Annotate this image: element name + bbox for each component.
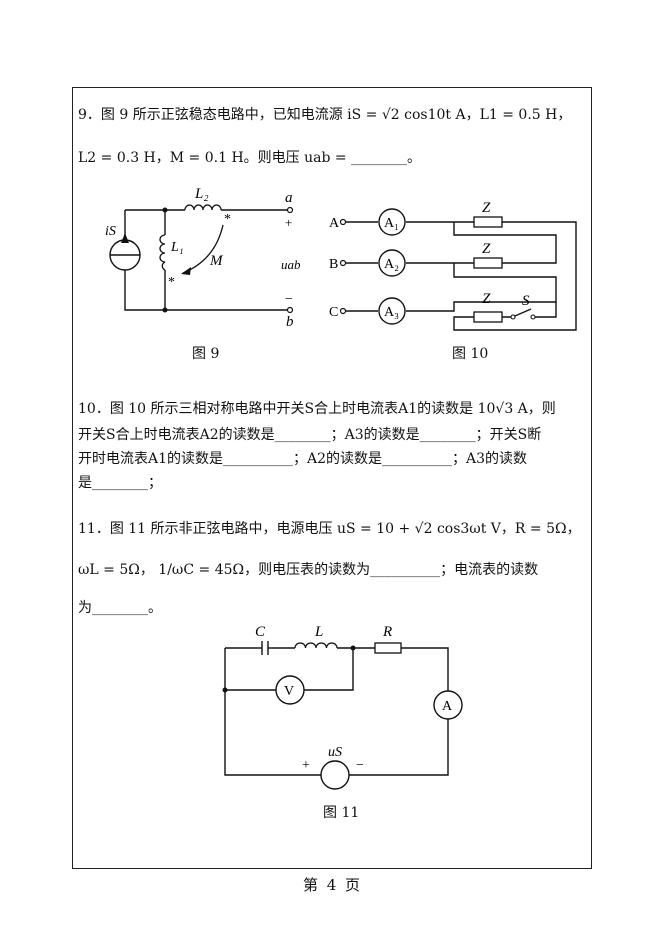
voltmeter-icon: V (275, 675, 305, 705)
ammeter-icon: A (433, 690, 463, 720)
label-m: M (209, 253, 224, 269)
svg-text:V: V (284, 684, 294, 699)
figure11-caption: 图 11 (323, 805, 360, 821)
figure10-circuit: A₁ A₂ A₃ A B C Z Z Z S (329, 200, 577, 331)
switch-s-icon (510, 302, 557, 320)
label-B: B (329, 257, 338, 272)
label-l1: L₁ (170, 240, 184, 255)
problem10-line1: 10．图 10 所示三相对称电路中开关S合上时电流表A1的读数是 10√3 A，… (78, 401, 556, 417)
node-dot (162, 307, 168, 313)
dot-star-2: * (168, 275, 175, 290)
inductor-l2 (184, 204, 222, 211)
svg-text:A₃: A₃ (384, 305, 399, 320)
voltage-source-icon (320, 760, 350, 790)
label-plus: + (285, 215, 292, 230)
inductor-l1 (159, 234, 166, 271)
dot-star-1: * (224, 212, 231, 227)
problem9-line1: 9．图 9 所示正弦稳态电路中，已知电流源 iS = √2 cos10t A，L… (78, 107, 572, 123)
label-minus: − (285, 292, 293, 307)
node-dot (162, 207, 168, 213)
label-a: a (285, 190, 293, 206)
problem11-line3: 为________。 (78, 600, 162, 616)
impedance-z2 (473, 257, 503, 269)
inductor-icon (294, 642, 338, 649)
problem10-line4: 是________； (78, 475, 162, 491)
label-s: S (522, 293, 530, 309)
label-z1: Z (482, 200, 491, 216)
ammeter-a2-icon: A₂ (378, 249, 406, 277)
page-footer: 第 4 页 (302, 876, 363, 894)
label-is: iS (105, 224, 116, 239)
terminal-a-icon (286, 206, 294, 214)
label-b: b (286, 314, 294, 330)
problem10-line2: 开关S合上时电流表A2的读数是________；A3的读数是________；开… (78, 427, 542, 443)
impedance-z3 (473, 311, 503, 323)
label-l2: L₂ (194, 186, 209, 202)
problem9-line2: L2 = 0.3 H，M = 0.1 H。则电压 uab = ________。 (78, 150, 422, 166)
resistor-icon (374, 642, 402, 654)
figure9-circuit: L₂ L₁ M iS * * a + uab − b (105, 186, 301, 330)
label-C: C (329, 305, 338, 320)
label-l: L (314, 624, 323, 640)
problem10-line3: 开时电流表A1的读数是__________；A2的读数是__________；A… (78, 451, 528, 467)
svg-text:A: A (442, 699, 453, 714)
problem11-line2: ωL = 5Ω， 1/ωC = 45Ω，则电压表的读数为__________；电… (78, 562, 539, 578)
figure10-caption: 图 10 (452, 346, 489, 362)
problem11-line1: 11．图 11 所示非正弦电路中，电源电压 uS = 10 + √2 cos3ω… (78, 521, 581, 537)
ammeter-a3-icon: A₃ (378, 297, 406, 325)
svg-text:A₂: A₂ (384, 257, 399, 272)
label-z2: Z (482, 241, 491, 257)
label-r: R (382, 624, 392, 640)
label-uab: uab (281, 257, 301, 272)
svg-text:A₁: A₁ (384, 216, 399, 231)
label-minus: − (356, 758, 364, 773)
capacitor-icon (257, 641, 273, 655)
figure9-caption: 图 9 (192, 346, 220, 362)
label-A: A (329, 216, 340, 231)
current-source-icon (109, 233, 141, 271)
label-plus: + (302, 758, 310, 773)
label-z3: Z (482, 291, 491, 307)
impedance-z1 (473, 216, 503, 228)
terminal-b-icon (286, 306, 294, 314)
label-c: C (255, 624, 266, 640)
figure11-circuit: V A C L R uS + − (222, 624, 463, 790)
page-frame (72, 87, 592, 869)
label-us: uS (328, 745, 342, 760)
ammeter-a1-icon: A₁ (378, 208, 406, 236)
